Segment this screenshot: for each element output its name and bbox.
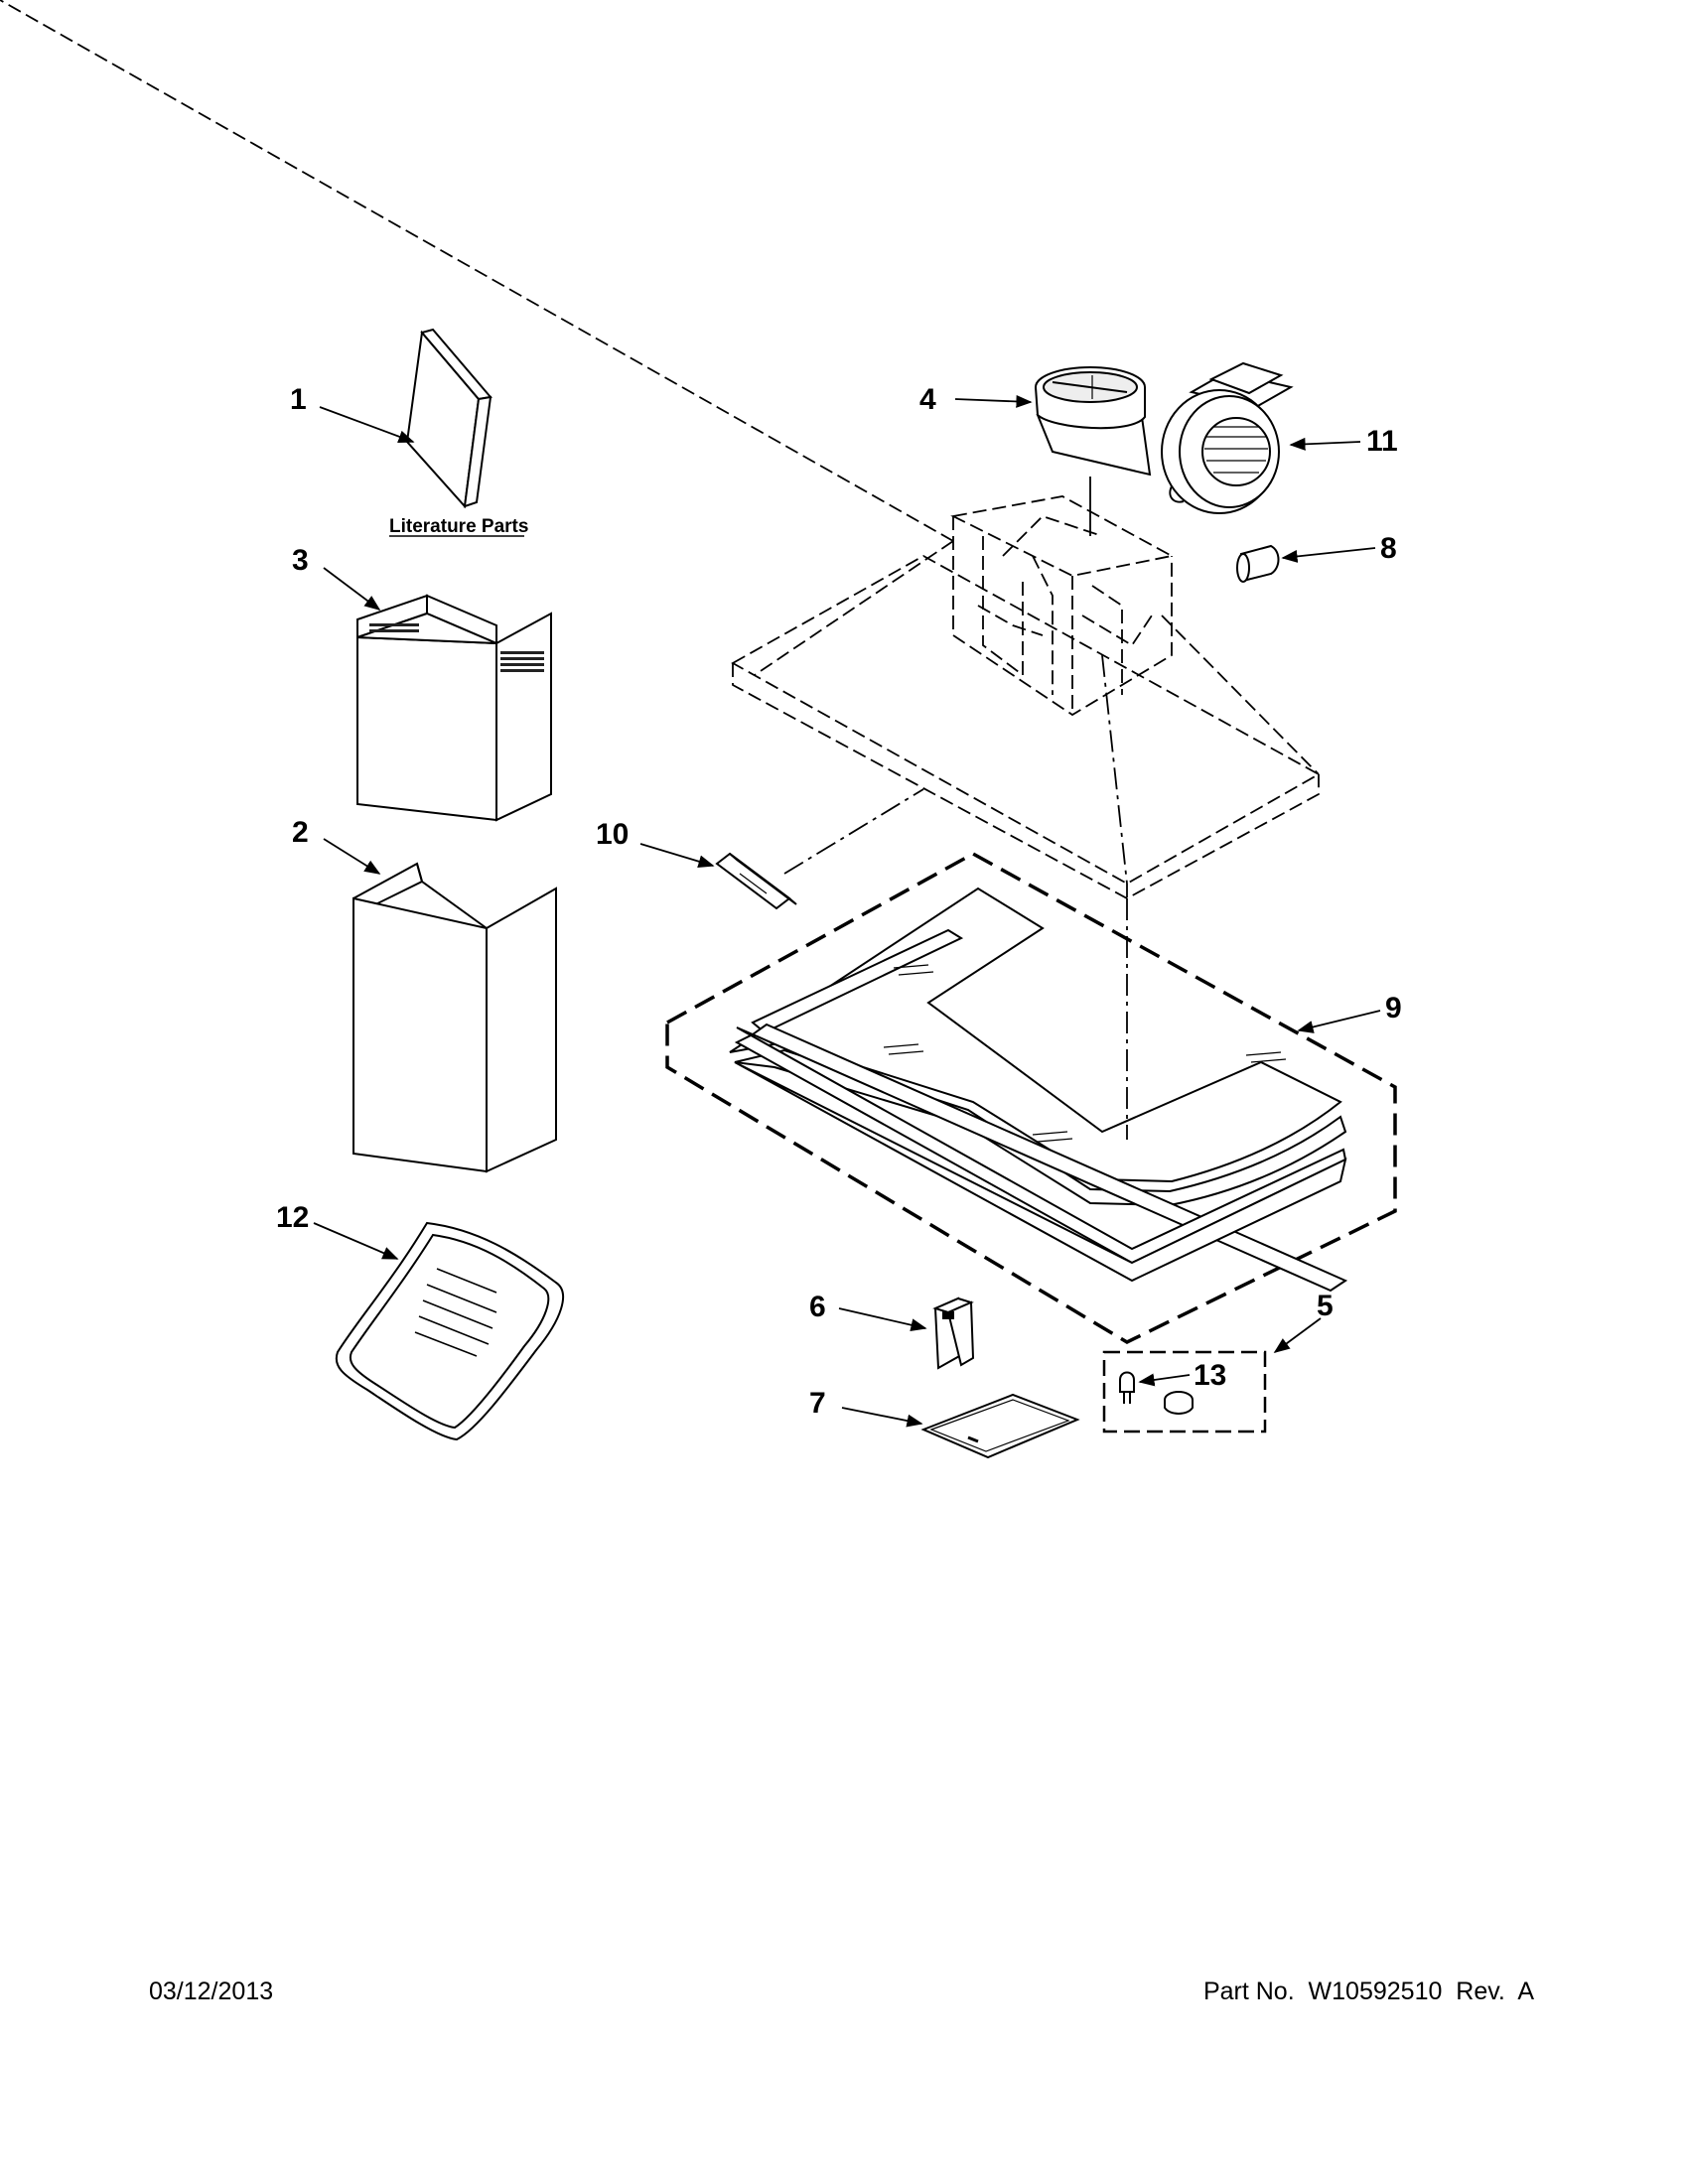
part-7-grease-filter [920, 1393, 1080, 1459]
callout-10: 10 [596, 818, 629, 851]
part-13-halogen-bulb [1119, 1371, 1135, 1404]
footer-part-number: Part No. W10592510 Rev. A [1202, 1978, 1534, 2005]
part-5-lamp-kit-group [1102, 1350, 1267, 1433]
callout-arrow-7 [841, 1407, 923, 1428]
literature-parts-label: Literature Parts [389, 516, 528, 537]
callout-8: 8 [1380, 532, 1397, 565]
callout-1: 1 [290, 383, 307, 416]
light-alignment-line [783, 788, 924, 875]
callout-arrow-2 [323, 838, 381, 875]
callout-13: 13 [1194, 1359, 1226, 1392]
callout-3: 3 [292, 544, 309, 577]
part-8-capacitor [1236, 544, 1280, 583]
callout-arrow-10 [639, 843, 715, 868]
part-10-light-module [715, 852, 797, 910]
callout-arrow-12 [313, 1222, 399, 1260]
callout-5: 5 [1317, 1290, 1334, 1322]
callout-9: 9 [1385, 992, 1402, 1024]
part-4-damper [1035, 366, 1152, 477]
callout-arrow-8 [1281, 547, 1376, 563]
callout-arrow-5 [1273, 1317, 1322, 1353]
callout-4: 4 [919, 383, 936, 416]
callout-2: 2 [292, 816, 309, 849]
part-5-lamp-lens [1164, 1391, 1194, 1415]
callout-arrow-11 [1289, 437, 1361, 451]
part-2-lower-duct-cover [352, 862, 557, 1173]
part-12-instruction-sheet [335, 1221, 565, 1441]
part-9-glass-canopy-group [665, 852, 1397, 1344]
part-3-upper-duct-cover [356, 594, 552, 822]
callout-arrow-9 [1297, 1010, 1381, 1033]
part-11-blower-motor [1161, 361, 1294, 514]
part-9-glass-panel [729, 887, 1348, 1293]
part-1-literature-booklet [405, 328, 492, 509]
callout-arrow-4 [954, 394, 1033, 408]
callout-arrow-3 [323, 567, 381, 611]
part-6-charcoal-filter [932, 1297, 975, 1370]
callout-6: 6 [809, 1291, 826, 1323]
callout-7: 7 [809, 1387, 826, 1420]
callout-arrow-13 [1138, 1373, 1191, 1387]
footer-date: 03/12/2013 [149, 1978, 274, 2005]
callout-arrow-6 [838, 1307, 927, 1332]
callout-11: 11 [1366, 425, 1398, 458]
callout-12: 12 [276, 1201, 309, 1234]
callout-arrow-1 [319, 406, 415, 443]
